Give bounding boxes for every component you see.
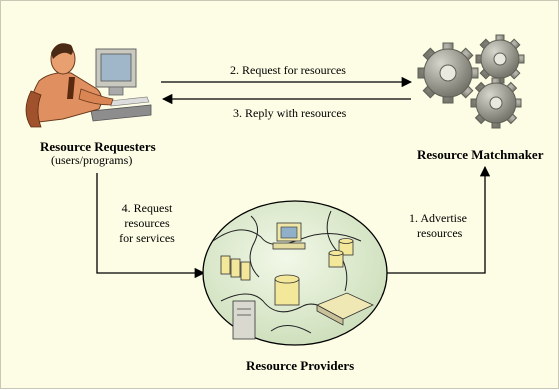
gears-icon [417,34,525,129]
advertise-arrow [386,165,491,274]
request-services-label: 4. Request resources for services [105,201,189,246]
request-label: 2. Request for resources [230,63,346,77]
resource-globe-icon [202,200,388,346]
providers-title: Resource Providers [246,358,355,373]
request-services-line3: for services [119,231,175,245]
person-at-computer-icon [25,43,152,128]
advertise-line1: 1. Advertise [409,211,467,225]
advertise-label: 1. Advertise resources [409,211,467,241]
advertise-line2: resources [417,226,463,240]
matchmaker-title: Resource Matchmaker [417,147,544,162]
request-services-arrow [96,173,206,279]
request-services-line2: resources [124,216,170,230]
requesters-title: Resource Requesters [40,139,156,154]
requesters-subtitle: (users/programs) [51,153,133,167]
reply-label: 3. Reply with resources [233,106,347,120]
request-services-line1: 4. Request [121,201,173,215]
